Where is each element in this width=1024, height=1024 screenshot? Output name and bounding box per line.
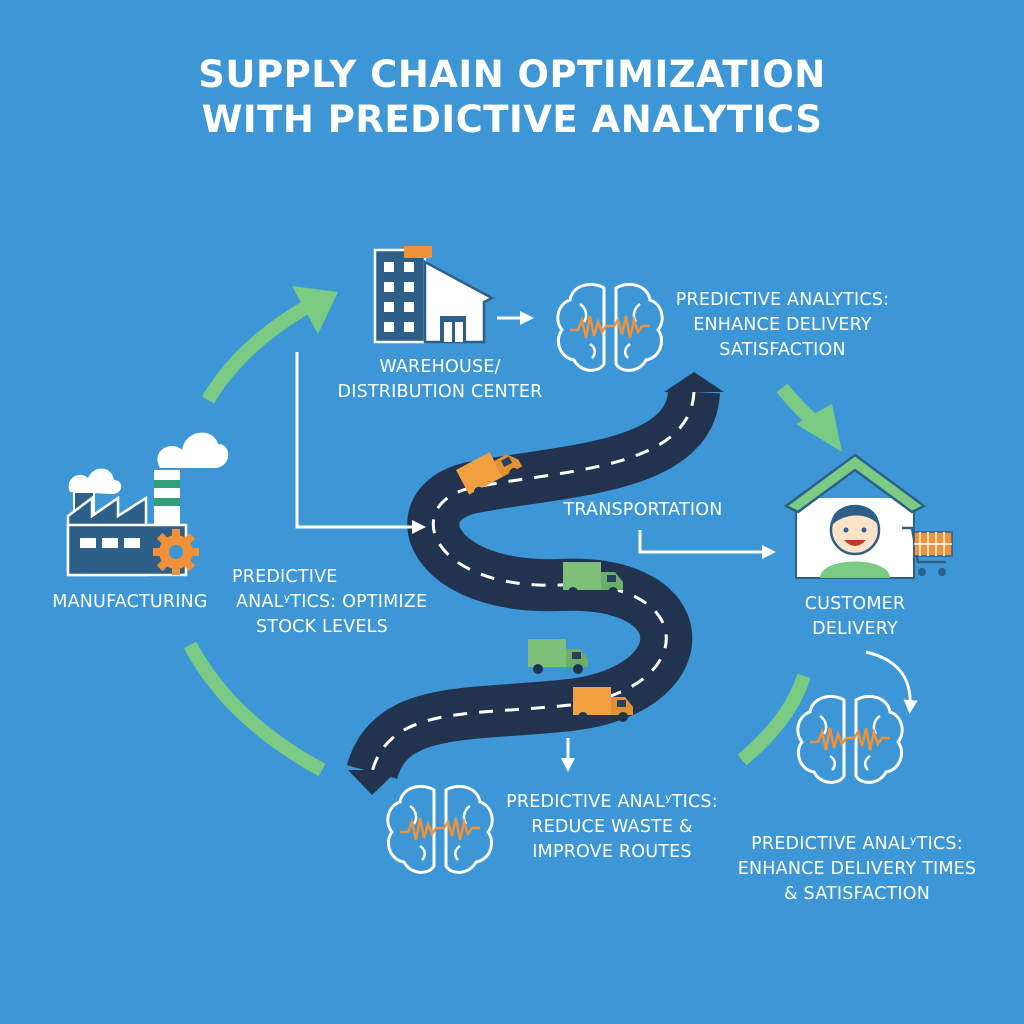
label-line: REDUCE WASTE & xyxy=(531,817,693,837)
shopping-cart-icon xyxy=(902,526,953,576)
label-line: & SATISFACTION xyxy=(783,884,931,904)
label-line: PREDICTIVE ANALʸTICS: xyxy=(506,792,718,812)
truck-icon xyxy=(528,639,588,674)
transportation-label: TRANSPORTATION xyxy=(548,498,738,523)
label-line: IMPROVE ROUTES xyxy=(532,842,692,862)
road xyxy=(346,372,724,795)
brain-icon xyxy=(796,694,904,784)
label-line: ENHANCE DELIVERY TIMES xyxy=(737,859,977,879)
manufacturing-label: MANUFACTURING xyxy=(30,590,230,615)
label-line: CUSTOMER xyxy=(804,594,906,614)
gear-icon xyxy=(153,529,199,575)
brain-icon xyxy=(556,282,664,372)
label-line: MANUFACTURING xyxy=(52,592,208,612)
label-line: PREDICTIVE xyxy=(232,567,338,587)
factory-icon xyxy=(66,432,229,577)
analytics-top-label: PREDICTIVE ANALYTICS: ENHANCE DELIVERY S… xyxy=(660,288,905,363)
title-line: WITH PREDICTIVE ANALYTICS xyxy=(201,98,823,141)
analytics-delivery-label: PREDICTIVE ANALʸTICS: ENHANCE DELIVERY T… xyxy=(722,832,992,907)
label-line: PREDICTIVE ANALYTICS: xyxy=(675,290,890,310)
warehouse-icon xyxy=(373,246,495,344)
label-line: STOCK LEVELS xyxy=(256,617,388,637)
cycle-arrows xyxy=(183,286,842,777)
analytics-stock-label: PREDICTIVE ANALʸTICS: OPTIMIZE STOCK LEV… xyxy=(222,565,462,640)
page-title: SUPPLY CHAIN OPTIMIZATION WITH PREDICTIV… xyxy=(0,52,1024,142)
label-line: ENHANCE DELIVERY xyxy=(693,315,872,335)
label-line: SATISFACTION xyxy=(719,340,846,360)
brain-icon xyxy=(386,784,494,874)
customer-delivery-label: CUSTOMER DELIVERY xyxy=(780,592,930,642)
label-line: PREDICTIVE ANALʸTICS: xyxy=(751,834,963,854)
label-line: WAREHOUSE/ xyxy=(379,357,501,377)
warehouse-label: WAREHOUSE/ DISTRIBUTION CENTER xyxy=(320,355,560,405)
title-line: SUPPLY CHAIN OPTIMIZATION xyxy=(198,53,826,96)
label-line: TRANSPORTATION xyxy=(563,500,723,520)
analytics-routes-label: PREDICTIVE ANALʸTICS: REDUCE WASTE & IMP… xyxy=(492,790,732,865)
label-line: DISTRIBUTION CENTER xyxy=(337,382,543,402)
connector-arrows xyxy=(295,311,918,772)
label-line: DELIVERY xyxy=(812,619,898,639)
customer-icon xyxy=(820,504,890,578)
label-line: ANALʸTICS: OPTIMIZE xyxy=(236,592,428,612)
